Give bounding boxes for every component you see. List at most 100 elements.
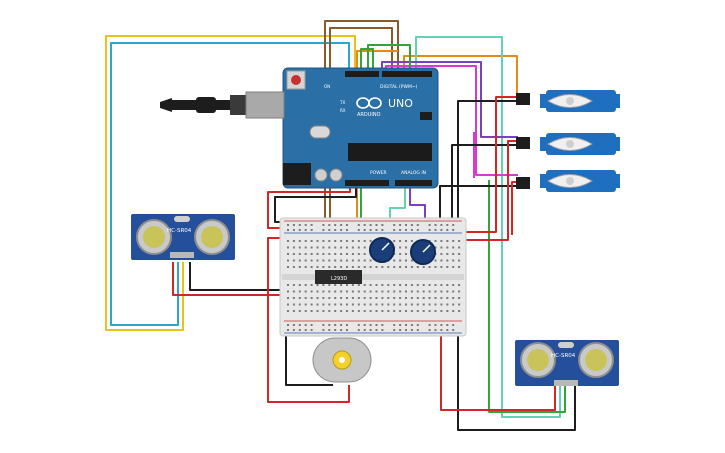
sensor-right-label: HC-SR04 [551, 353, 576, 359]
breadboard-hole [357, 266, 360, 268]
breadboard-hole [458, 253, 461, 255]
wire-black-servo3[interactable] [439, 185, 518, 228]
wire-purple-1[interactable] [381, 61, 518, 138]
breadboard-hole [316, 303, 319, 306]
breadboard-hole [410, 284, 413, 286]
breadboard [279, 217, 467, 337]
breadboard-hole [458, 246, 461, 249]
servo-2[interactable] [516, 133, 620, 155]
breadboard-rail-hole [440, 229, 443, 231]
ultrasonic-sensor-right[interactable]: HC-SR04 [515, 340, 619, 386]
servo-3-connector [516, 177, 530, 189]
breadboard-hole [334, 266, 337, 268]
wire-green-right-sensor[interactable] [488, 180, 566, 413]
breadboard-rail-hole [346, 224, 348, 226]
breadboard-hole [393, 290, 396, 293]
breadboard-hole [387, 284, 390, 286]
breadboard-hole [304, 310, 307, 312]
power-jack[interactable] [283, 163, 311, 185]
breadboard-hole [399, 303, 402, 306]
wire-black-servo1[interactable] [457, 100, 576, 431]
usb-connector[interactable] [245, 91, 285, 119]
breadboard-hole [340, 310, 343, 312]
breadboard-hole [287, 266, 289, 268]
breadboard-hole [322, 253, 325, 255]
breadboard-hole [316, 310, 319, 312]
breadboard-hole [298, 259, 301, 262]
breadboard-hole [298, 297, 301, 299]
breadboard-hole [375, 310, 378, 312]
breadboard-hole [287, 297, 289, 299]
sensor-right-transducer-1-inner [527, 349, 549, 371]
breadboard-hole [287, 303, 289, 306]
breadboard-rail-hole [452, 224, 455, 226]
potentiometer-1[interactable] [369, 237, 395, 263]
breadboard-hole [375, 303, 378, 306]
wire-yellow-left-sensor[interactable] [105, 35, 356, 331]
servo-2-hub [566, 140, 574, 148]
breadboard-rail-hole [287, 324, 289, 326]
dc-motor[interactable] [312, 337, 372, 383]
breadboard-rail-hole [399, 324, 402, 326]
breadboard-rail-hole [410, 324, 413, 326]
breadboard-hole [422, 310, 425, 312]
breadboard-hole [357, 246, 360, 249]
motor-driver-chip[interactable]: L293D [315, 270, 362, 284]
analog-header [395, 180, 432, 186]
sensor-left-transducer-2-inner [201, 226, 223, 248]
breadboard-hole [446, 266, 449, 268]
breadboard-rail-hole [310, 229, 313, 231]
breadboard-hole [287, 310, 289, 312]
breadboard-hole [316, 253, 319, 255]
breadboard-hole [440, 310, 443, 312]
wire-green-a[interactable] [367, 44, 411, 72]
breadboard-hole [452, 259, 455, 262]
sensor-left-pins [170, 252, 194, 258]
sensor-right-crystal [558, 342, 574, 348]
wire-cyan-left-sensor[interactable] [110, 42, 350, 326]
wire-black-left-sensor[interactable] [189, 262, 282, 291]
breadboard-hole [422, 290, 425, 293]
breadboard-rail-hole [393, 329, 396, 331]
breadboard-rail-hole [340, 229, 343, 231]
breadboard-rail-hole [340, 329, 343, 331]
breadboard-rail-hole [346, 324, 348, 326]
breadboard-hole [340, 284, 343, 286]
wire-orange-servo1[interactable] [403, 55, 518, 95]
breadboard-hole [328, 284, 331, 286]
breadboard-rail-hole [298, 329, 301, 331]
breadboard-hole [428, 284, 431, 286]
breadboard-hole [375, 290, 378, 293]
breadboard-hole [369, 290, 372, 293]
breadboard-hole [298, 310, 301, 312]
breadboard-hole [440, 253, 443, 255]
breadboard-hole [410, 297, 413, 299]
usb-plug [230, 95, 246, 115]
breadboard-rail-hole [452, 229, 455, 231]
breadboard-hole [393, 240, 396, 242]
wire-red-servo1[interactable] [460, 96, 518, 233]
breadboard-rail-hole [405, 329, 407, 331]
wire-red-servo2[interactable] [460, 140, 518, 241]
arduino-uno: UNO ARDUINO DIGITAL (PWM~) POWER ANALOG … [160, 67, 439, 189]
breadboard-rail-hole [292, 324, 295, 326]
breadboard-hole [351, 310, 354, 312]
breadboard-hole [458, 297, 461, 299]
breadboard-hole [340, 259, 343, 262]
servo-3[interactable] [516, 170, 620, 192]
reset-button[interactable] [291, 75, 301, 85]
breadboard-hole [292, 259, 295, 262]
ultrasonic-sensor-left[interactable]: HC-SR04 [131, 214, 235, 260]
breadboard-rail-hole [446, 229, 449, 231]
servo-1[interactable] [516, 90, 620, 112]
breadboard-hole [405, 310, 407, 312]
breadboard-rail-hole [416, 229, 419, 231]
breadboard-hole [452, 303, 455, 306]
breadboard-hole [351, 284, 354, 286]
wire-red-power[interactable] [267, 186, 351, 229]
wire-red-servo3[interactable] [511, 181, 518, 235]
servo-3-hub [566, 177, 574, 185]
breadboard-hole [328, 246, 331, 249]
servo-3-tab-left [540, 174, 548, 188]
potentiometer-2[interactable] [410, 239, 436, 265]
